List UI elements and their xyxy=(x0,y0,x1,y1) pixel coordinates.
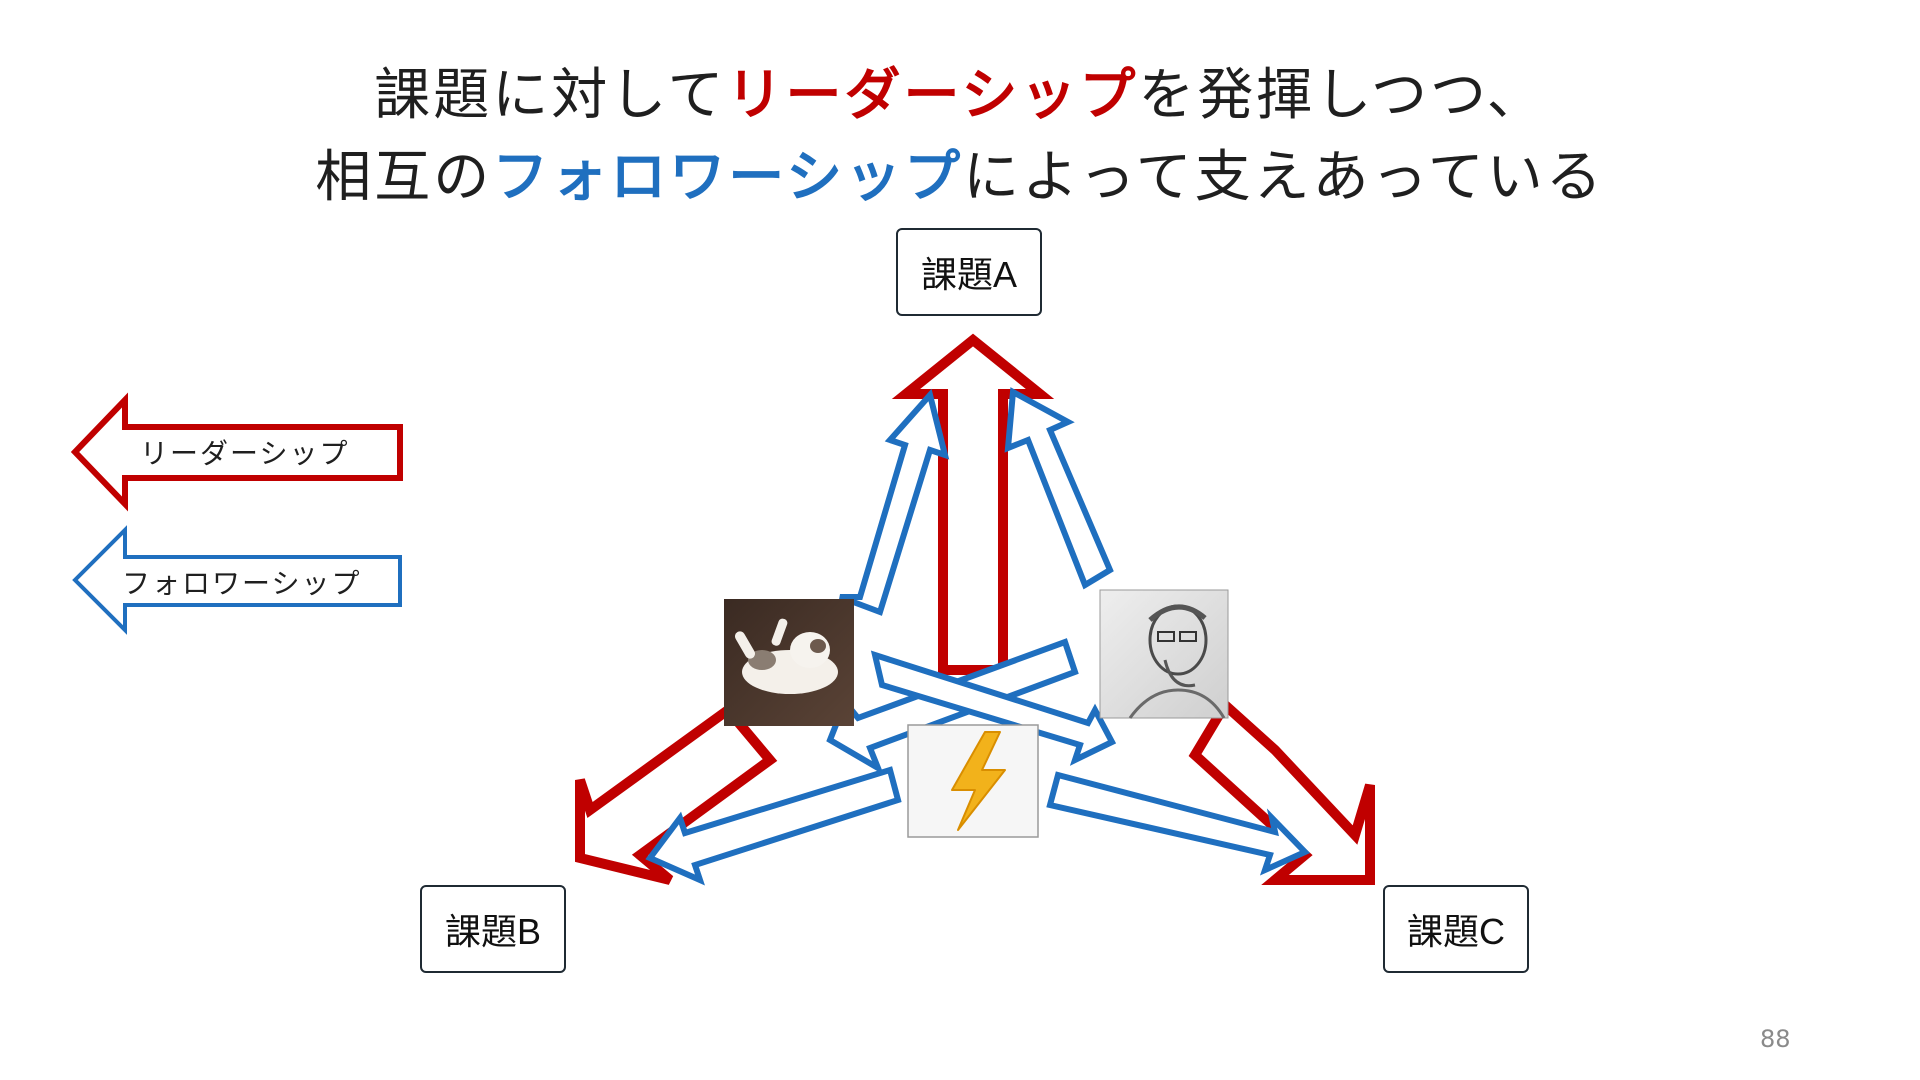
followership-arrow-cross-right xyxy=(870,650,1117,766)
task-a-box: 課題A xyxy=(896,228,1042,316)
leadership-arrow-to-b xyxy=(575,703,778,885)
legend-followership-label: フォロワーシップ xyxy=(122,567,362,600)
task-c-box: 課題C xyxy=(1383,885,1529,973)
leadership-arrow-to-a xyxy=(891,333,1055,675)
title-text: によって支えあっている xyxy=(963,145,1605,210)
title-highlight-leadership: リーダーシップ xyxy=(726,63,1139,128)
legend-leadership-arrow xyxy=(70,392,403,512)
title-text: 相互の xyxy=(315,145,493,210)
title-line-2: 相互のフォロワーシップによって支えあっている xyxy=(0,132,1920,213)
title-highlight-followership: フォロワーシップ xyxy=(492,145,964,210)
title-text: 課題に対して xyxy=(374,63,727,128)
task-a-label: 課題A xyxy=(920,254,1017,295)
title-text: を発揮しつつ、 xyxy=(1138,63,1546,128)
leadership-arrow-to-c xyxy=(1188,697,1375,885)
legend-followership-arrow xyxy=(72,525,402,635)
task-c-label: 課題C xyxy=(1407,911,1505,952)
followership-arrow-to-c xyxy=(1046,771,1311,876)
title-line-1: 課題に対してリーダーシップを発揮しつつ、 xyxy=(0,50,1920,131)
task-b-box: 課題B xyxy=(420,885,566,973)
cat-photo xyxy=(724,599,854,726)
page-number: 88 xyxy=(1760,1025,1791,1053)
followership-arrow-to-a-left xyxy=(838,388,950,616)
person-sketch xyxy=(1099,589,1229,719)
lightning-bolt-icon xyxy=(907,724,1039,838)
legend-leadership-label: リーダーシップ xyxy=(140,437,350,470)
task-b-label: 課題B xyxy=(444,911,541,952)
followership-arrow-to-b xyxy=(645,766,902,886)
followership-arrow-to-a-right xyxy=(1004,387,1114,590)
